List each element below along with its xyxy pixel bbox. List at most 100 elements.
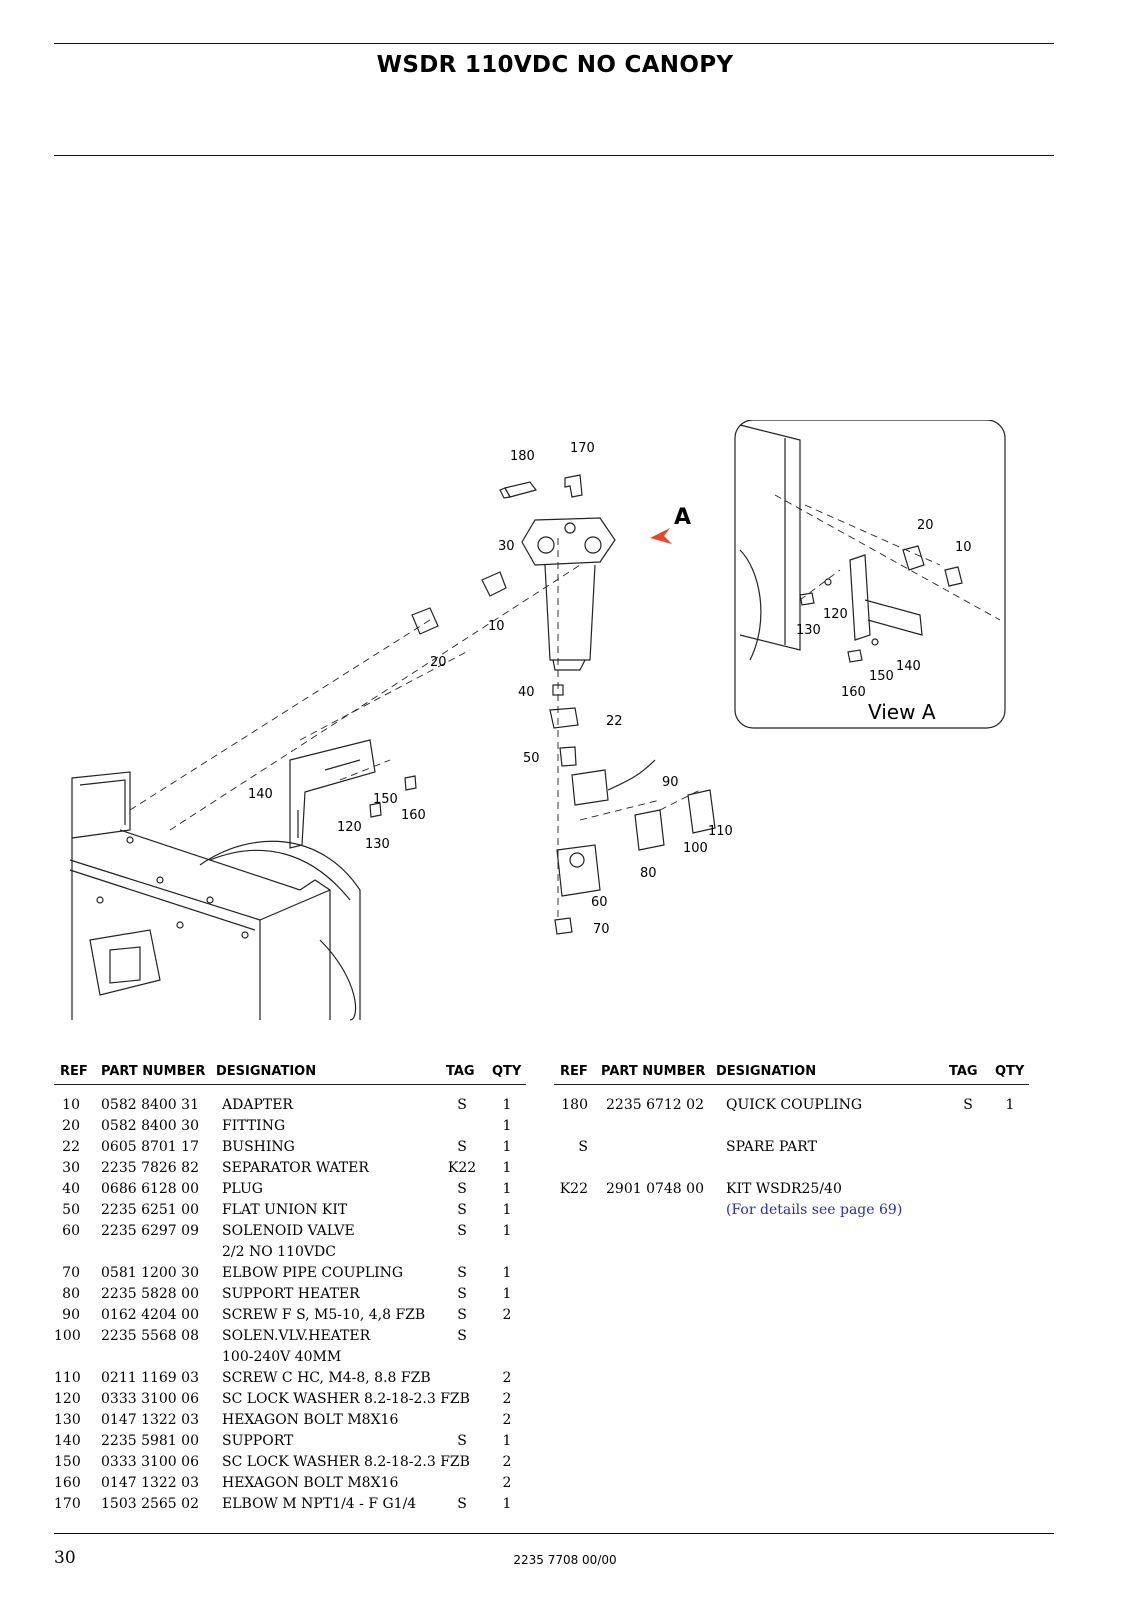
- designation-cell: HEXAGON BOLT M8X16: [222, 1475, 399, 1491]
- ref-cell: 30: [62, 1160, 80, 1176]
- ref-cell: 50: [62, 1202, 80, 1218]
- qty-cell: 2: [502, 1391, 512, 1407]
- part-number-cell: 2235 6251 00: [101, 1202, 199, 1218]
- designation-cell: 2/2 NO 110VDC: [222, 1244, 336, 1260]
- qty-cell: 1: [1005, 1097, 1015, 1113]
- callout-50: 50: [523, 751, 540, 766]
- ref-cell: 22: [62, 1139, 80, 1155]
- ref-cell: 10: [62, 1097, 80, 1113]
- view-a-callout-120: 120: [823, 607, 848, 622]
- ref-cell: 180: [561, 1097, 588, 1113]
- ref-cell: 130: [54, 1412, 81, 1428]
- col-tag: TAG: [446, 1064, 475, 1079]
- qty-cell: 2: [502, 1370, 512, 1386]
- designation-cell: HEXAGON BOLT M8X16: [222, 1412, 399, 1428]
- top-rule: [54, 43, 1054, 44]
- designation-cell: PLUG: [222, 1181, 263, 1197]
- part-number-cell: 0582 8400 31: [101, 1097, 199, 1113]
- details-link[interactable]: (For details see page 69): [726, 1202, 903, 1218]
- col-part-number: PART NUMBER: [101, 1064, 206, 1079]
- ref-cell: 20: [62, 1118, 80, 1134]
- plug-40: [552, 684, 564, 696]
- view-a-callout-150: 150: [869, 669, 894, 684]
- support-bracket-140: [289, 739, 376, 849]
- qty-cell: 1: [502, 1160, 512, 1176]
- tag-cell: S: [457, 1307, 467, 1323]
- callout-170: 170: [570, 441, 595, 456]
- designation-cell: 100-240V 40MM: [222, 1349, 342, 1365]
- table-header: REF PART NUMBER DESIGNATION TAG QTY: [554, 1062, 1029, 1085]
- col-qty: QTY: [995, 1064, 1025, 1079]
- water-separator-30: [521, 517, 616, 671]
- part-number-cell: 2235 6712 02: [606, 1097, 704, 1113]
- qty-cell: 2: [502, 1454, 512, 1470]
- tag-cell: S: [457, 1328, 467, 1344]
- callout-70: 70: [593, 922, 610, 937]
- tag-cell: S: [457, 1139, 467, 1155]
- callout-130: 130: [365, 837, 390, 852]
- callout-80: 80: [640, 866, 657, 881]
- part-number-cell: 2235 7826 82: [101, 1160, 199, 1176]
- qty-cell: 1: [502, 1181, 512, 1197]
- tag-cell: S: [457, 1433, 467, 1449]
- ref-cell: 140: [54, 1433, 81, 1449]
- ref-cell: 100: [54, 1328, 81, 1344]
- view-a-callout-160: 160: [841, 685, 866, 700]
- title-bottom-rule: [54, 155, 1054, 156]
- ref-cell: 40: [62, 1181, 80, 1197]
- flat-union-50: [559, 746, 577, 767]
- part-number-cell: 0333 3100 06: [101, 1391, 199, 1407]
- tag-cell: S: [457, 1097, 467, 1113]
- tag-cell: S: [457, 1202, 467, 1218]
- machine-housing-illustration: [69, 771, 361, 1021]
- part-number-cell: 2235 6297 09: [101, 1223, 199, 1239]
- document-number: 2235 7708 00/00: [513, 1553, 617, 1567]
- quick-coupling-180: [499, 481, 538, 499]
- callout-10: 10: [488, 619, 505, 634]
- table-row: [554, 1158, 1029, 1179]
- view-a-callout-10: 10: [955, 540, 972, 555]
- callout-150: 150: [373, 792, 398, 807]
- col-ref: REF: [560, 1064, 588, 1079]
- qty-cell: 2: [502, 1307, 512, 1323]
- connector: [571, 769, 609, 806]
- table-row: 100-240V 40MM: [54, 1347, 526, 1368]
- fitting-20: [411, 607, 439, 635]
- ref-cell: 120: [54, 1391, 81, 1407]
- tag-cell: S: [457, 1223, 467, 1239]
- callout-110: 110: [708, 824, 733, 839]
- qty-cell: 1: [502, 1118, 512, 1134]
- callout-140: 140: [248, 787, 273, 802]
- ref-cell: S: [578, 1139, 588, 1155]
- designation-cell: SOLENOID VALVE: [222, 1223, 355, 1239]
- designation-cell: FITTING: [222, 1118, 286, 1134]
- part-number-cell: 2235 5568 08: [101, 1328, 199, 1344]
- part-number-cell: 0162 4204 00: [101, 1307, 199, 1323]
- col-designation: DESIGNATION: [216, 1064, 317, 1079]
- part-number-cell: 0333 3100 06: [101, 1454, 199, 1470]
- view-a-callout-140: 140: [896, 659, 921, 674]
- callout-20: 20: [430, 655, 447, 670]
- qty-cell: 1: [502, 1265, 512, 1281]
- designation-cell: SEPARATOR WATER: [222, 1160, 369, 1176]
- footer-rule: [54, 1533, 1054, 1534]
- tag-cell: S: [457, 1286, 467, 1302]
- part-number-cell: 2901 0748 00: [606, 1181, 704, 1197]
- ref-cell: 170: [54, 1496, 81, 1512]
- ref-cell: 80: [62, 1286, 80, 1302]
- part-number-cell: 1503 2565 02: [101, 1496, 199, 1512]
- heater-100: [687, 789, 716, 834]
